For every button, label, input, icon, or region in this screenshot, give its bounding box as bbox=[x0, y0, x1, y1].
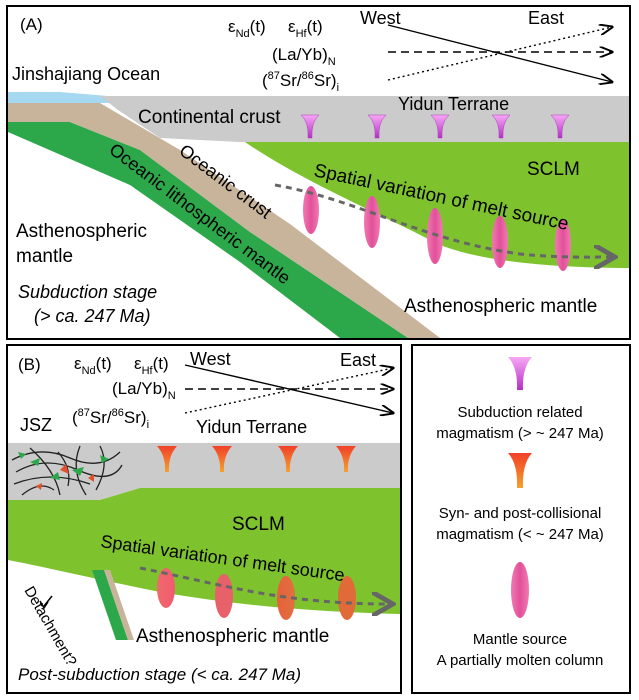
panel-b: (B) West East εNd(t) εHf(t) (La/Yb)N (87… bbox=[6, 344, 402, 694]
oceanic-lithosphere bbox=[8, 122, 408, 338]
east-label-b: East bbox=[340, 350, 376, 370]
legend-subduction-text-2: magmatism (> ~ 247 Ma) bbox=[436, 425, 604, 442]
sr-label-b: (87Sr/86Sr)i bbox=[72, 407, 149, 431]
sclm-label-b: SCLM bbox=[232, 514, 285, 535]
stage-label-b: Post-subduction stage (< ca. 247 Ma) bbox=[18, 665, 301, 684]
legend-subduction-text-1: Subduction related bbox=[457, 404, 582, 421]
sr-label-a: (87Sr/86Sr)i bbox=[262, 70, 339, 94]
east-label-a: East bbox=[528, 8, 564, 28]
melt-variation-arrow bbox=[274, 183, 612, 257]
legend-mantle-ellipse bbox=[511, 562, 529, 618]
layb-label-a: (La/Yb)N bbox=[272, 45, 336, 68]
panel-a: (A) West East εNd(t) εHf(t) (La/Yb)N (87… bbox=[6, 5, 631, 340]
oceanic-crust bbox=[8, 103, 440, 338]
layb-label-b: (La/Yb)N bbox=[112, 379, 176, 402]
continental-crust-label: Continental crust bbox=[138, 107, 281, 128]
asth-label-right: Asthenospheric mantle bbox=[404, 296, 597, 317]
arrow-sr bbox=[387, 27, 612, 81]
terrane-label-a: Yidun Terrane bbox=[398, 94, 509, 114]
jsz-red-fragments bbox=[36, 464, 94, 490]
legend-mantle-text-1: Mantle source bbox=[473, 631, 567, 648]
legend-collisional-funnel bbox=[508, 453, 532, 488]
west-label-b: West bbox=[190, 349, 231, 369]
sclm-label-a: SCLM bbox=[527, 159, 580, 180]
detached-slab bbox=[92, 570, 134, 640]
west-label-a: West bbox=[360, 8, 401, 28]
subduction-magmatism-funnels bbox=[300, 114, 570, 139]
eps-nd-label-a: εNd(t) bbox=[228, 17, 266, 40]
legend-subduction-funnel bbox=[508, 357, 532, 390]
eps-nd-label-b: εNd(t) bbox=[74, 354, 112, 377]
asth-label-left-2: mantle bbox=[16, 246, 73, 267]
eps-hf-label-a: εHf(t) bbox=[288, 17, 323, 40]
legend-frame bbox=[411, 344, 631, 694]
continental-crust bbox=[100, 96, 629, 142]
ocean-water bbox=[8, 92, 120, 103]
jsz-label: JSZ bbox=[20, 415, 52, 435]
ocean-label: Jinshajiang Ocean bbox=[12, 64, 160, 84]
legend: Subduction related magmatism (> ~ 247 Ma… bbox=[411, 344, 631, 694]
terrane-label-b: Yidun Terrane bbox=[196, 417, 307, 437]
collisional-magmatism-funnels bbox=[157, 446, 356, 472]
asth-label-left-1: Asthenospheric bbox=[16, 221, 147, 242]
detachment-arrowhead bbox=[39, 600, 49, 610]
mantle-source-columns-b bbox=[157, 568, 356, 620]
panel-b-label: (B) bbox=[18, 355, 41, 374]
sclm-layer-b bbox=[8, 488, 400, 614]
stage-label-a-1: Subduction stage bbox=[18, 282, 157, 302]
panel-a-label: (A) bbox=[20, 15, 43, 34]
stage-label-a-2: (> ca. 247 Ma) bbox=[34, 306, 151, 326]
mantle-source-columns bbox=[303, 186, 571, 271]
legend-collisional-text-1: Syn- and post-collisional bbox=[439, 505, 602, 522]
eps-hf-label-b: εHf(t) bbox=[134, 354, 169, 377]
sclm-layer bbox=[245, 142, 629, 268]
asth-label-b: Asthenospheric mantle bbox=[136, 626, 329, 647]
legend-mantle-text-2: A partially molten column bbox=[437, 652, 604, 669]
jsz-green-fragments bbox=[18, 452, 109, 480]
detachment-arrow bbox=[43, 595, 53, 607]
legend-collisional-text-2: magmatism (< ~ 247 Ma) bbox=[436, 526, 604, 543]
crust-b bbox=[8, 443, 400, 500]
arrow-sr-b bbox=[184, 368, 393, 414]
melt-variation-arrow-b bbox=[139, 566, 390, 604]
